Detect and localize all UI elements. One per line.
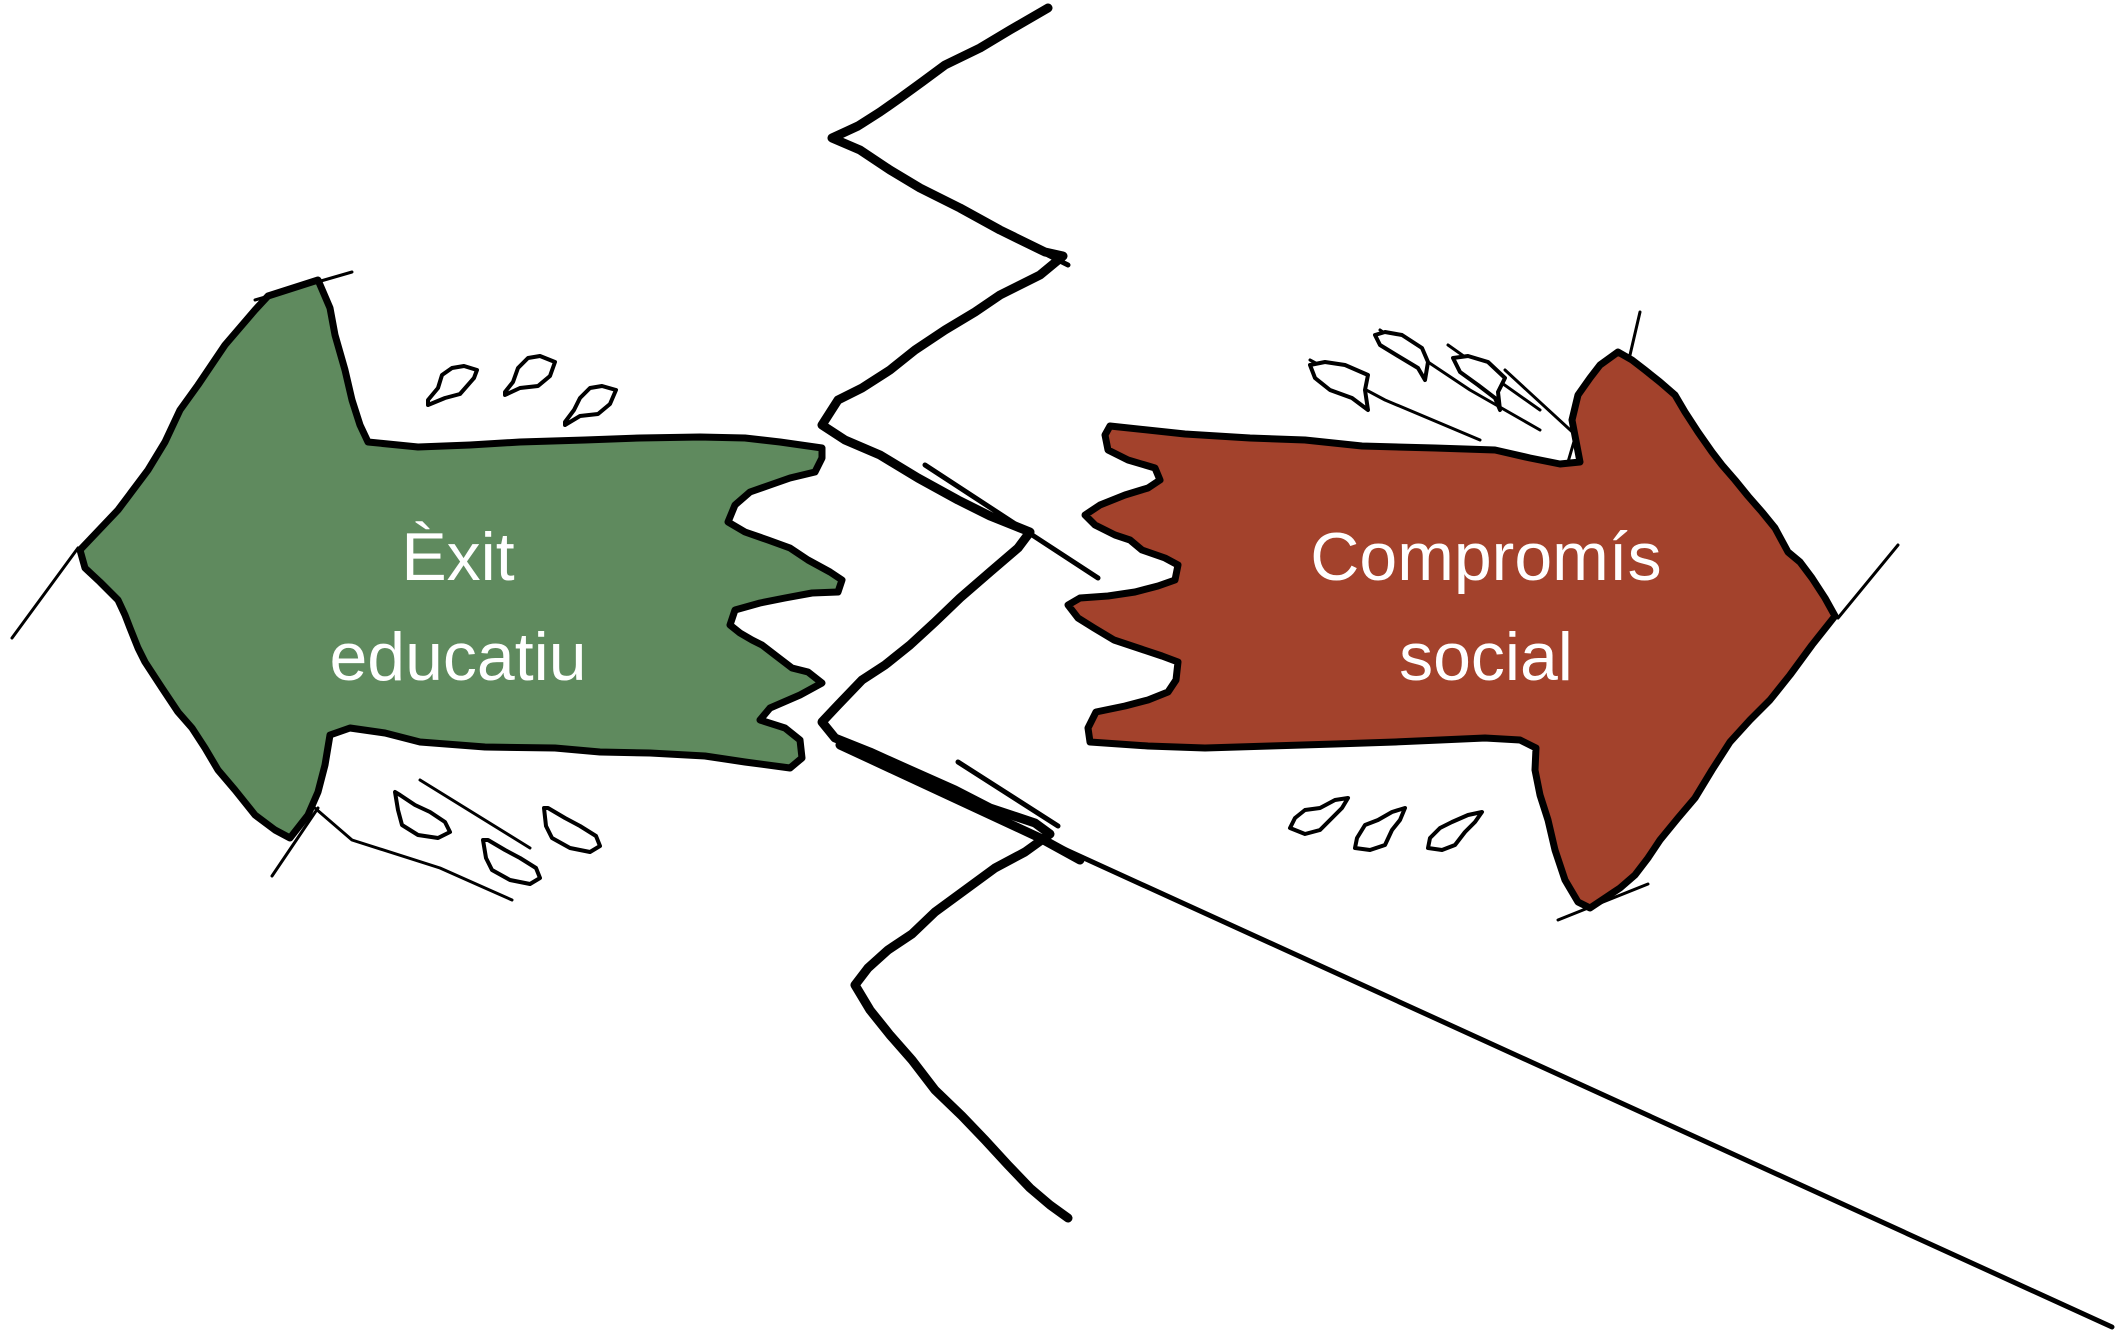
right-arrow-label-line-1: Compromís	[1310, 519, 1661, 595]
motion-puff	[503, 354, 557, 397]
motion-puff	[563, 384, 618, 427]
motion-puff	[1426, 810, 1484, 852]
crack-line	[817, 3, 1073, 1223]
motion-puff	[542, 806, 602, 854]
right-arrow: Compromís social	[1064, 310, 1900, 922]
motion-puff	[1288, 796, 1350, 836]
left-arrow-body	[76, 276, 846, 842]
motion-puff	[1373, 330, 1430, 382]
motion-puff	[393, 790, 452, 840]
left-arrow-label-line-1: Èxit	[401, 519, 514, 595]
left-arrow: Èxit educatiu	[10, 270, 846, 902]
left-arrow-label-line-2: educatiu	[329, 619, 586, 695]
motion-puff	[1353, 806, 1407, 852]
diagonal-ground-line	[835, 740, 2115, 1330]
motion-puff	[426, 364, 479, 407]
crack-accents	[922, 252, 1101, 829]
right-arrow-label-line-2: social	[1399, 619, 1573, 695]
right-arrow-body	[1064, 348, 1839, 912]
motion-puff	[481, 838, 542, 886]
motion-puff	[1308, 360, 1370, 412]
motion-puff	[1451, 354, 1507, 412]
